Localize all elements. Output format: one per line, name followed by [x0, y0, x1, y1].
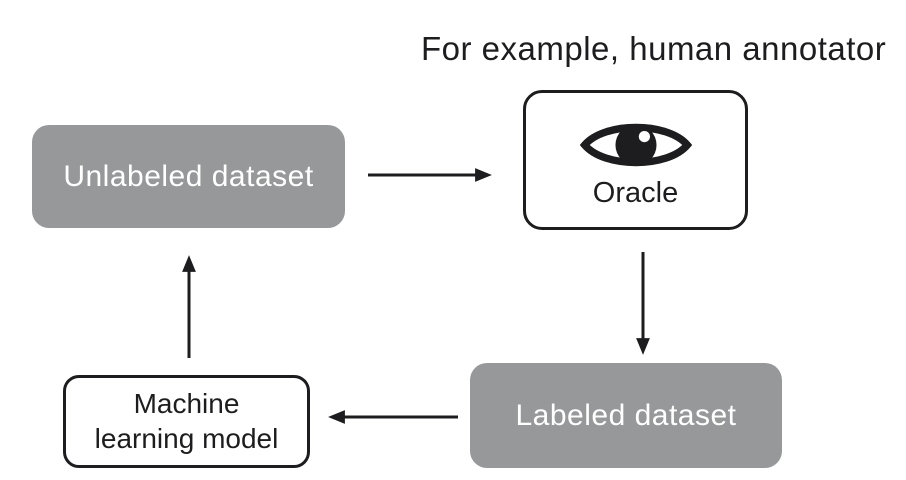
node-unlabeled-dataset: Unlabeled dataset — [32, 125, 345, 228]
eye-icon — [579, 115, 692, 175]
node-model-label-line1: Machine — [133, 388, 240, 420]
node-unlabeled-dataset-label: Unlabeled dataset — [63, 159, 314, 193]
node-oracle: Oracle — [523, 90, 748, 230]
node-model-label-line2: learning model — [94, 422, 279, 454]
node-labeled-dataset: Labeled dataset — [470, 363, 782, 468]
node-oracle-label: Oracle — [592, 176, 679, 209]
node-machine-learning-model: Machine learning model — [63, 375, 310, 468]
annotation-text: For example, human annotator — [421, 30, 887, 67]
node-labeled-dataset-label: Labeled dataset — [515, 398, 737, 432]
